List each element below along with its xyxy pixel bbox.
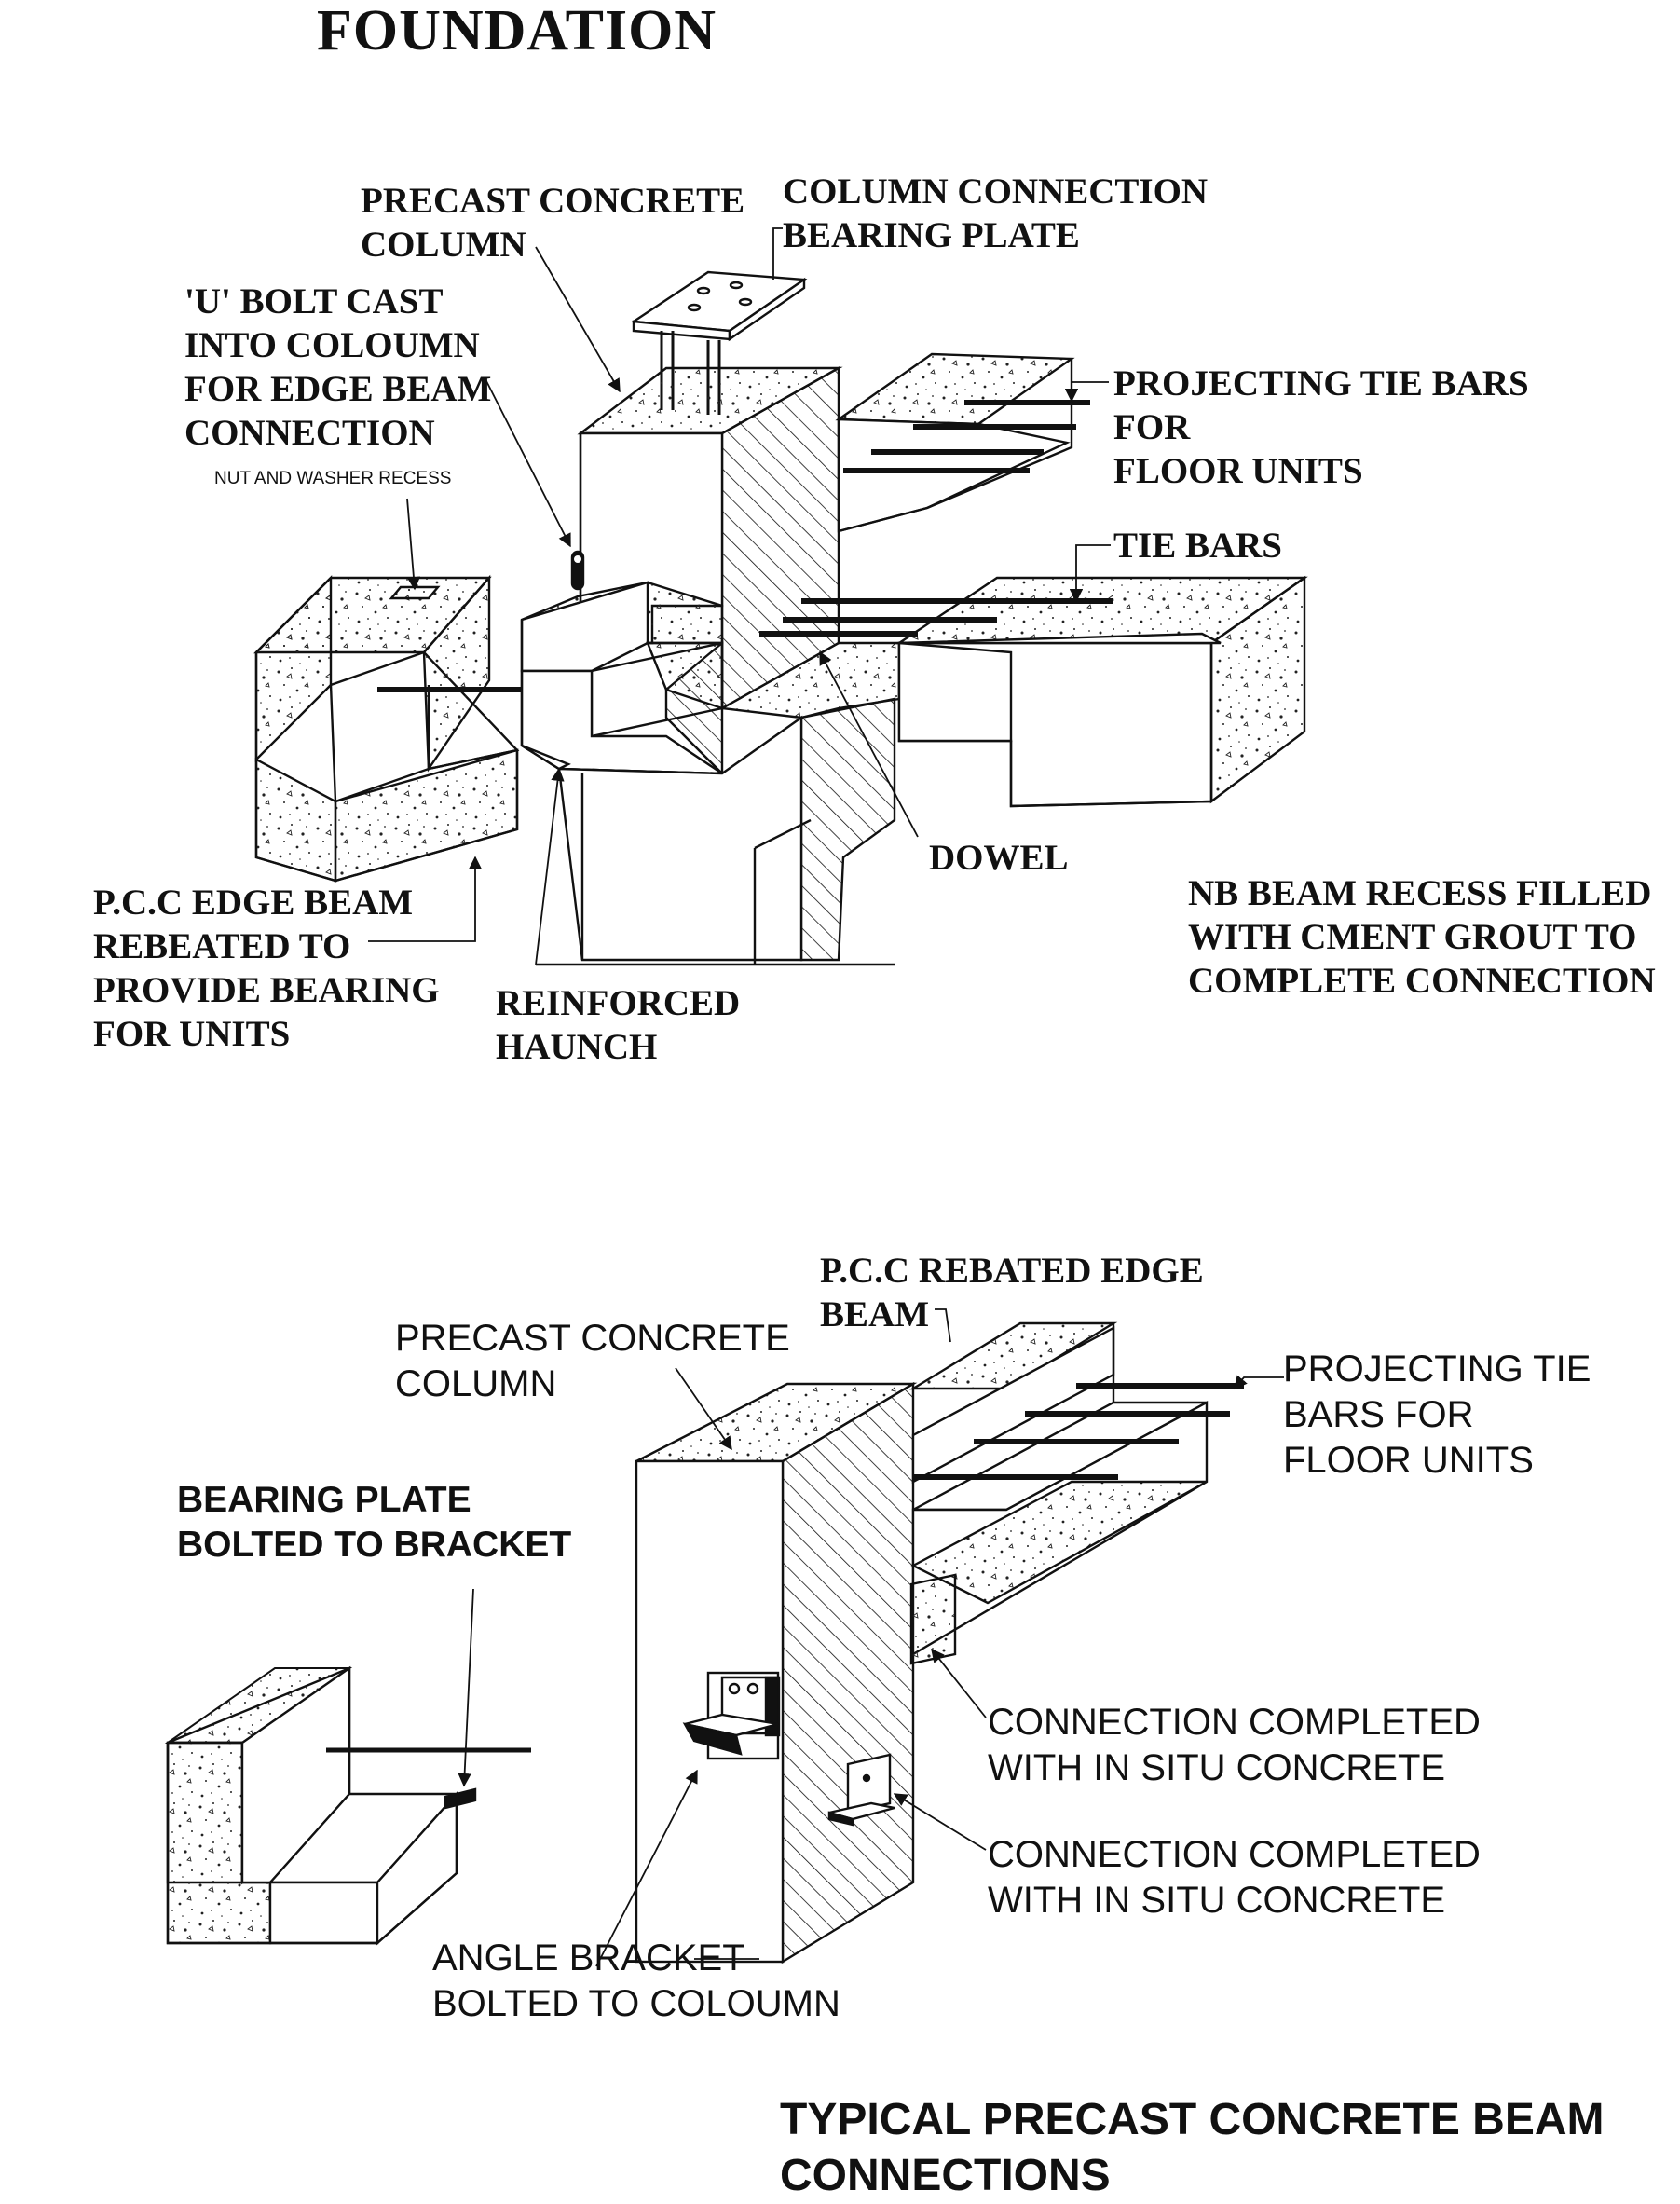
label-bottom-projecting-tie-bars: PROJECTING TIE BARS FOR FLOOR UNITS: [1283, 1348, 1591, 1481]
label-column-bearing-plate: COLUMN CONNECTION BEARING PLATE: [783, 171, 1209, 255]
reinforced-haunch: [520, 581, 727, 776]
label-reinforced-haunch: REINFORCED HAUNCH: [496, 983, 741, 1067]
bottom-left-edge-beam: [164, 1665, 531, 1946]
bottom-rebated-beam: [908, 1321, 1209, 1665]
top-diagram: [253, 227, 1308, 966]
label-nut-washer-recess: NUT AND WASHER RECESS: [214, 469, 452, 488]
label-connection-completed-2: CONNECTION COMPLETED WITH IN SITU CONCRE…: [988, 1834, 1481, 1921]
bottom-rebars: [913, 1383, 1244, 1480]
label-rebated-edge-beam: P.C.C REBATED EDGE BEAM: [820, 1251, 1204, 1335]
angle-bracket-upper: [682, 1671, 781, 1760]
footer-title: TYPICAL PRECAST CONCRETE BEAM CONNECTION…: [780, 2095, 1605, 2200]
label-angle-bracket: ANGLE BRACKET BOLTED TO COLOUMN: [432, 1937, 840, 2024]
bottom-diagram: [164, 1308, 1284, 1967]
label-tie-bars: TIE BARS: [1113, 526, 1282, 566]
label-bearing-plate: BEARING PLATE BOLTED TO BRACKET: [177, 1480, 572, 1565]
label-connection-completed-1: CONNECTION COMPLETED WITH IN SITU CONCRE…: [988, 1702, 1481, 1788]
top-right-edge-beam: [895, 575, 1308, 808]
page-title: FOUNDATION: [317, 0, 717, 62]
label-precast-column: PRECAST CONCRETE COLUMN: [361, 181, 745, 265]
label-edge-beam: P.C.C EDGE BEAM REBEATED TO PROVIDE BEAR…: [93, 883, 440, 1054]
label-nb-note: NB BEAM RECESS FILLED WITH CMENT GROUT T…: [1188, 873, 1656, 1001]
u-bolt: [570, 550, 585, 591]
angle-bracket-lower: [827, 1753, 895, 1827]
top-leaders: [368, 227, 1111, 965]
label-bottom-precast-column: PRECAST CONCRETE COLUMN: [395, 1318, 790, 1404]
bottom-leaders: [458, 1308, 1284, 1967]
top-rebars: [759, 400, 1113, 637]
label-u-bolt: 'U' BOLT CAST INTO COLOUMN FOR EDGE BEAM…: [184, 281, 492, 453]
top-right-beam: [835, 352, 1075, 533]
label-dowel: DOWEL: [929, 838, 1069, 878]
top-lower-column: [536, 641, 901, 966]
label-projecting-tie-bars: PROJECTING TIE BARS FOR FLOOR UNITS: [1113, 363, 1529, 491]
